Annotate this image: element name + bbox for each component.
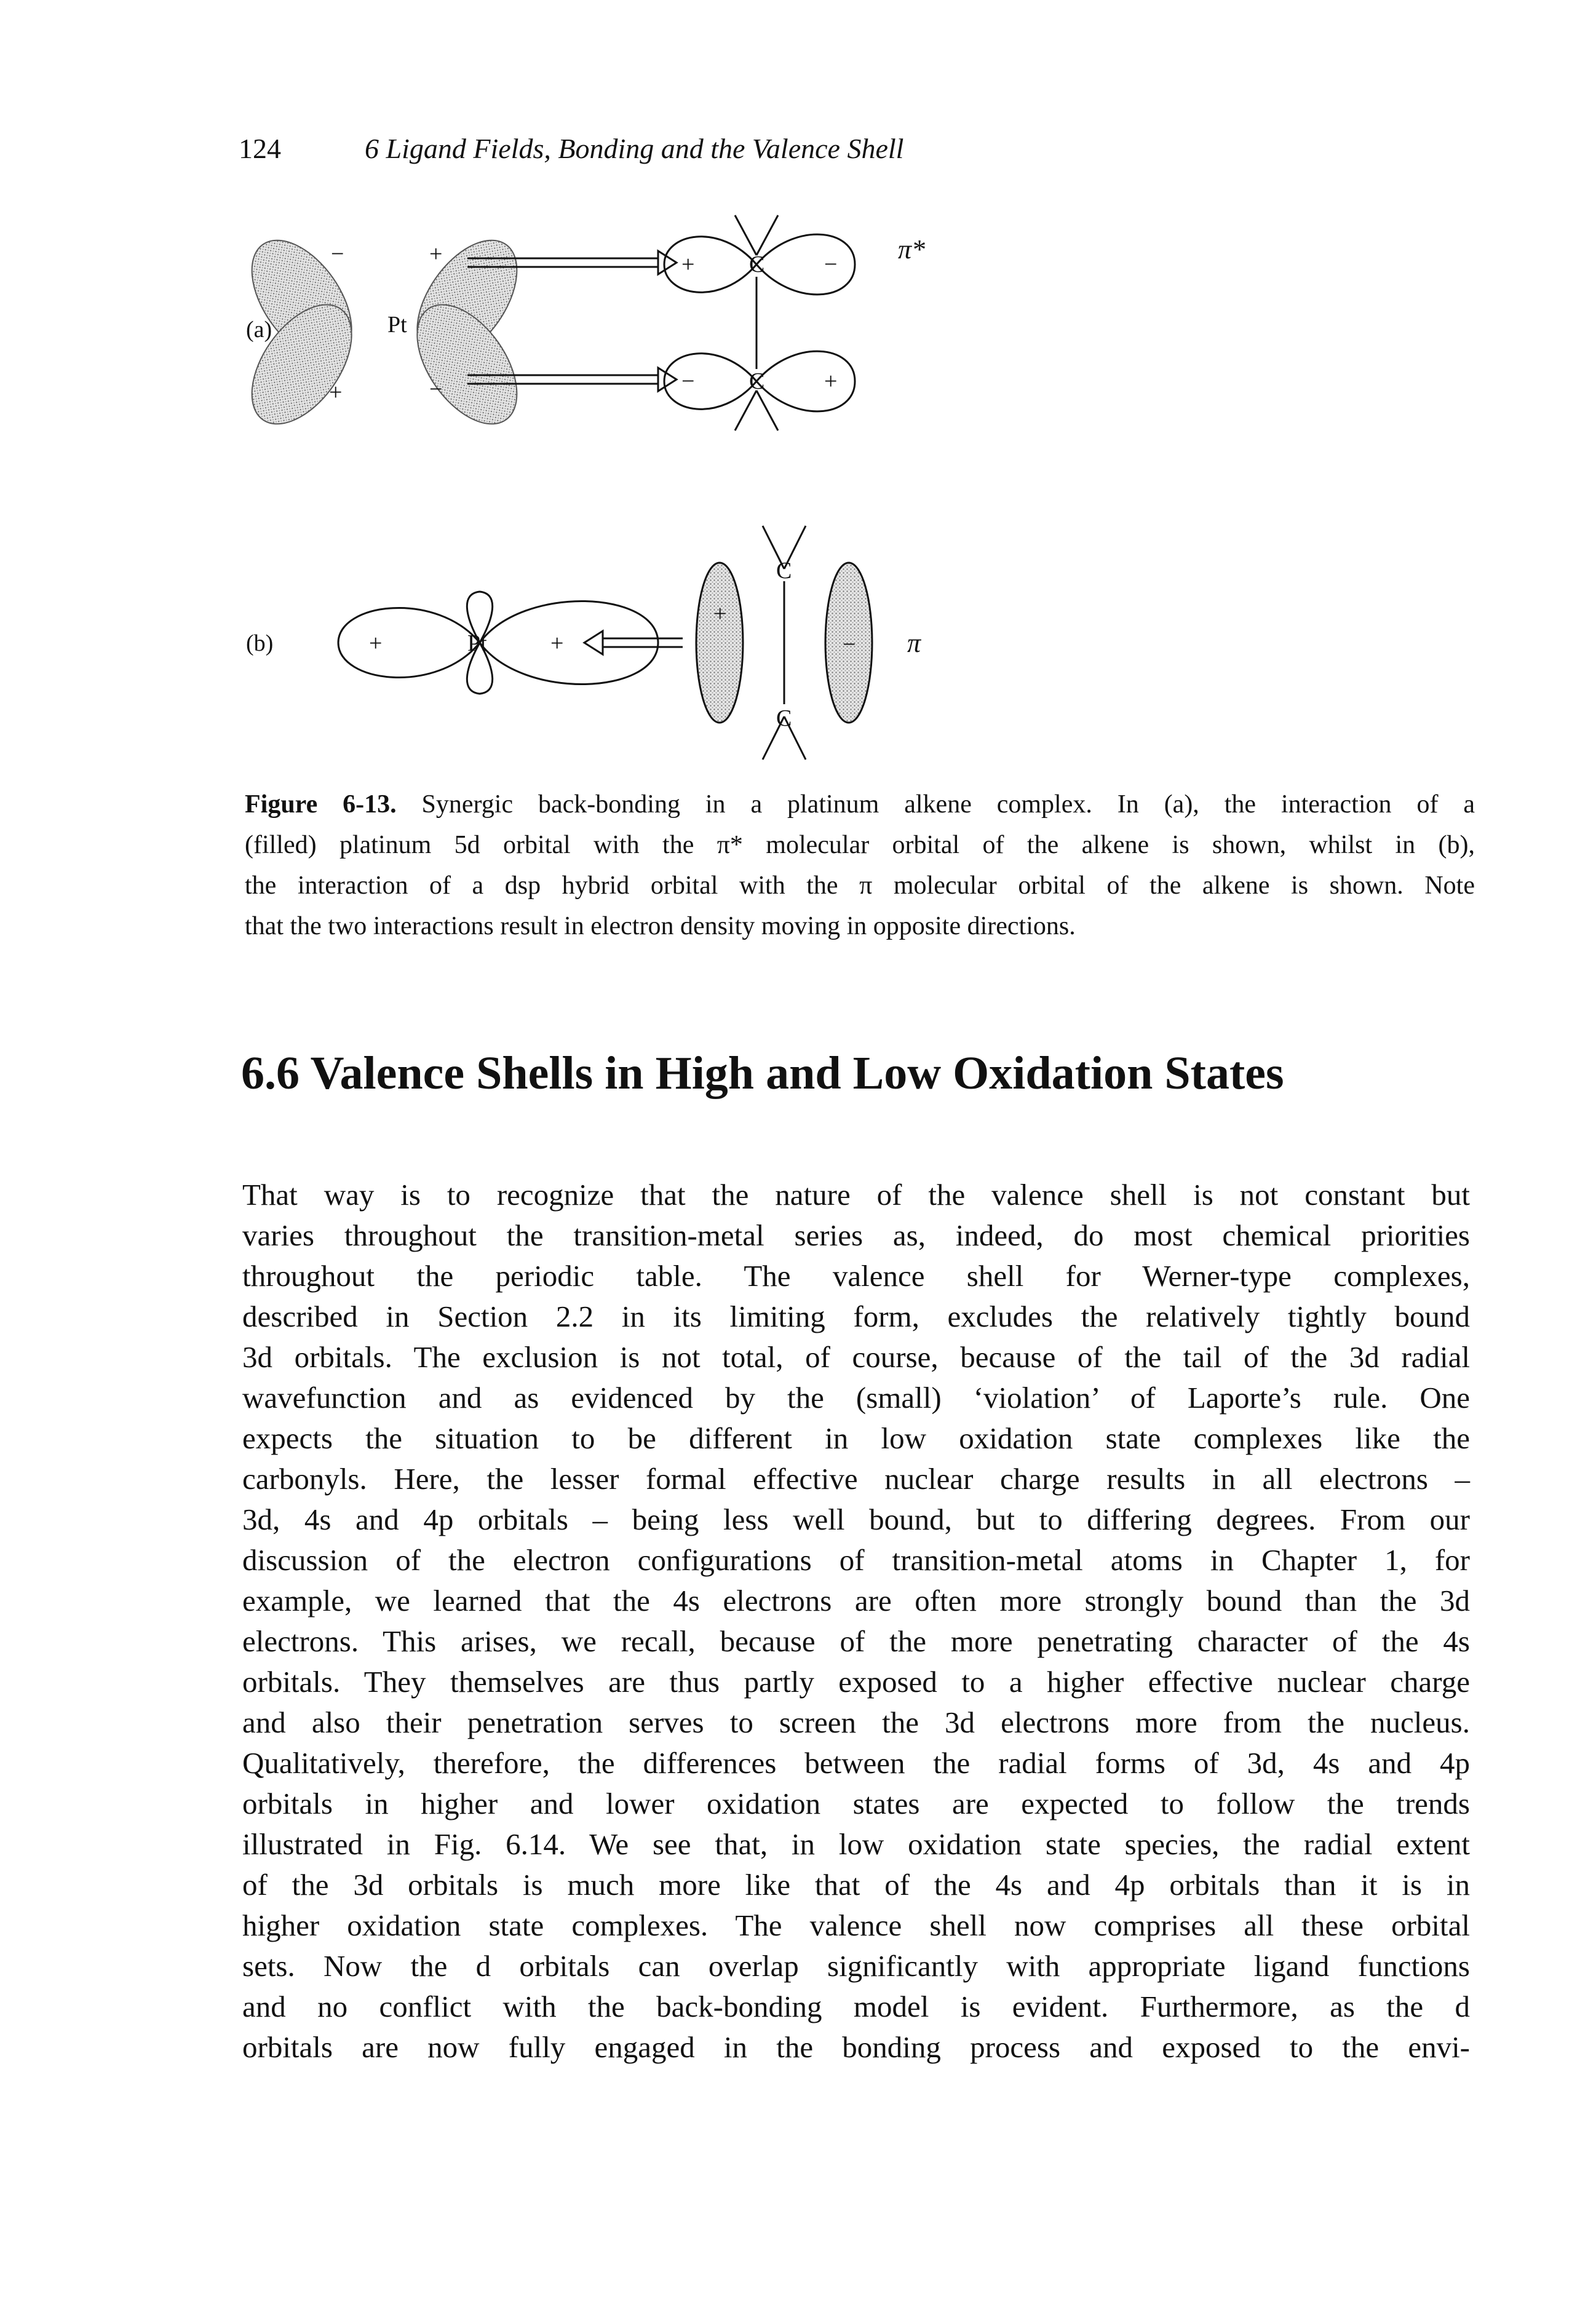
carbon-lower-b: C [776,705,792,731]
upper-c-lobe-right [755,233,856,296]
page-number: 124 [239,133,281,164]
pi-lobe-left [695,562,744,724]
body-line: and no conflict with the back-bonding mo… [242,1990,1470,2023]
dsp-lobe-right [478,600,659,686]
sign-plus-a1: + [681,252,694,277]
substituent-b-ul [761,525,785,570]
sign-plus-b1: + [369,630,382,656]
substituent-ul [734,215,758,256]
body-line: orbitals in higher and lower oxidation s… [242,1787,1470,1820]
body-line: 3d, 4s and 4p orbitals – being less well… [242,1502,1470,1536]
sign-plus-b2: + [550,630,563,656]
figure-caption: Figure 6-13. Synergic back-bonding in a … [245,788,1475,951]
body-line: orbitals. They themselves are thus partl… [242,1665,1470,1699]
sign-plus-a2: + [824,368,837,394]
body-line: varies throughout the transition-metal s… [242,1218,1470,1252]
dsp-small-lobe-bottom [466,640,494,695]
sign-minus-a1: − [824,252,837,277]
chapter-title: 6 Ligand Fields, Bonding and the Valence… [365,133,904,164]
back-bond-arrow-upper [467,249,678,276]
upper-c-lobe-left [663,236,758,293]
orbital-diagram: (a) − + + − Pt [246,215,925,760]
substituent-ll [734,390,758,431]
substituent-lr [755,390,779,431]
body-line: described in Section 2.2 in its limiting… [242,1300,1470,1333]
body-line: expects the situation to be different in… [242,1421,1470,1455]
body-line: and also their penetration serves to scr… [242,1705,1470,1739]
body-line: illustrated in Fig. 6.14. We see that, i… [242,1827,1470,1861]
caption-line: the interaction of a dsp hybrid orbital … [245,871,1475,900]
sign-minus-a2: − [681,368,694,394]
body-line: carbonyls. Here, the lesser formal effec… [242,1462,1470,1496]
alkene-pi-orbital [695,525,873,760]
substituent-b-ll [761,716,785,760]
pi-lobe-right [824,562,873,724]
pi-label: π [907,628,922,658]
caption-line: that the two interactions result in elec… [245,912,1076,940]
pi-star-label: π* [898,234,925,264]
body-paragraph: That way is to recognize that the nature… [242,1175,1470,2068]
dsp-small-lobe-top [466,590,494,645]
sign-plus-b3: + [713,601,726,627]
caption-number: Figure 6-13. [245,790,397,819]
body-line: sets. Now the d orbitals can overlap sig… [242,1949,1470,1983]
pt-d-orbital [251,239,518,425]
pt-label-b: Pt [467,630,487,656]
panel-b-label: (b) [246,630,273,656]
sign-minus-lr: − [429,376,442,402]
d-lobe-lower-right [416,304,518,425]
pt-label-a: Pt [387,312,407,338]
d-lobe-lower-left [251,304,352,425]
body-line: 3d orbitals. The exclusion is not total,… [242,1340,1470,1374]
sign-plus-ll: + [329,379,342,405]
running-head: 124 6 Ligand Fields, Bonding and the Vale… [239,130,903,167]
sign-minus-b3: − [843,632,856,657]
body-line: orbitals are now fully engaged in the bo… [242,2030,1470,2064]
back-bond-arrow-lower [467,366,678,393]
lower-c-lobe-left [663,352,758,410]
body-line: higher oxidation state complexes. The va… [242,1908,1470,1942]
body-line: Qualitatively, therefore, the difference… [242,1746,1470,1780]
lower-c-lobe-right [755,350,856,413]
body-line: wavefunction and as evidenced by the (sm… [242,1381,1470,1415]
alkene-pi-star-orbital [663,215,856,431]
substituent-b-lr [783,716,807,760]
substituent-b-ur [783,525,807,570]
sign-plus-ur: + [429,241,442,267]
body-line: discussion of the electron configuration… [242,1543,1470,1577]
body-line: electrons. This arises, we recall, becau… [242,1624,1470,1658]
carbon-upper-b: C [776,558,792,584]
pt-dsp-hybrid-orbital [337,590,659,695]
carbon-lower-a: C [749,368,764,394]
carbon-upper-a: C [749,252,764,277]
donation-arrow [582,629,683,656]
figure-6-13: (a) − + + − Pt [234,185,1279,775]
caption-line: (filled) platinum 5d orbital with the π*… [245,831,1475,859]
caption-line: Synergic back-bonding in a platinum alke… [421,790,1475,819]
panel-a-label: (a) [246,317,272,343]
dsp-lobe-left [337,607,481,678]
body-line: of the 3d orbitals is much more like tha… [242,1868,1470,1902]
body-line: example, we learned that the 4s electron… [242,1584,1470,1617]
body-line: That way is to recognize that the nature… [242,1178,1470,1212]
sign-minus-ul: − [331,241,344,267]
substituent-ur [755,215,779,256]
section-heading: 6.6 Valence Shells in High and Low Oxida… [241,1047,1284,1099]
body-line: throughout the periodic table. The valen… [242,1259,1470,1293]
